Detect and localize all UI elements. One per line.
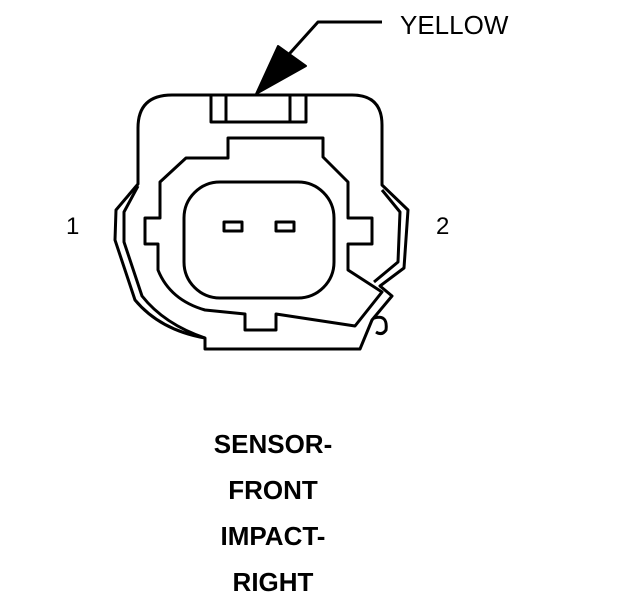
plug-face xyxy=(182,180,336,300)
caption-line-1: SENSOR- xyxy=(214,429,332,459)
pin-label-1: 1 xyxy=(66,213,79,240)
terminal-cavity xyxy=(143,136,384,332)
terminal-slot-1 xyxy=(222,220,244,233)
leader-arrow-icon xyxy=(255,20,382,95)
connector-caption: SENSOR- FRONT IMPACT- RIGHT xyxy=(214,429,332,597)
connector-face-icon xyxy=(113,93,410,351)
caption-line-4: RIGHT xyxy=(233,567,314,597)
terminal-slot-2 xyxy=(274,220,296,233)
connector-housing xyxy=(113,93,410,351)
caption-line-3: IMPACT- xyxy=(221,521,326,551)
caption-line-2: FRONT xyxy=(228,475,318,505)
wire-color-label: YELLOW xyxy=(400,10,509,40)
connector-latch xyxy=(209,93,308,124)
pin-label-2: 2 xyxy=(436,213,449,240)
